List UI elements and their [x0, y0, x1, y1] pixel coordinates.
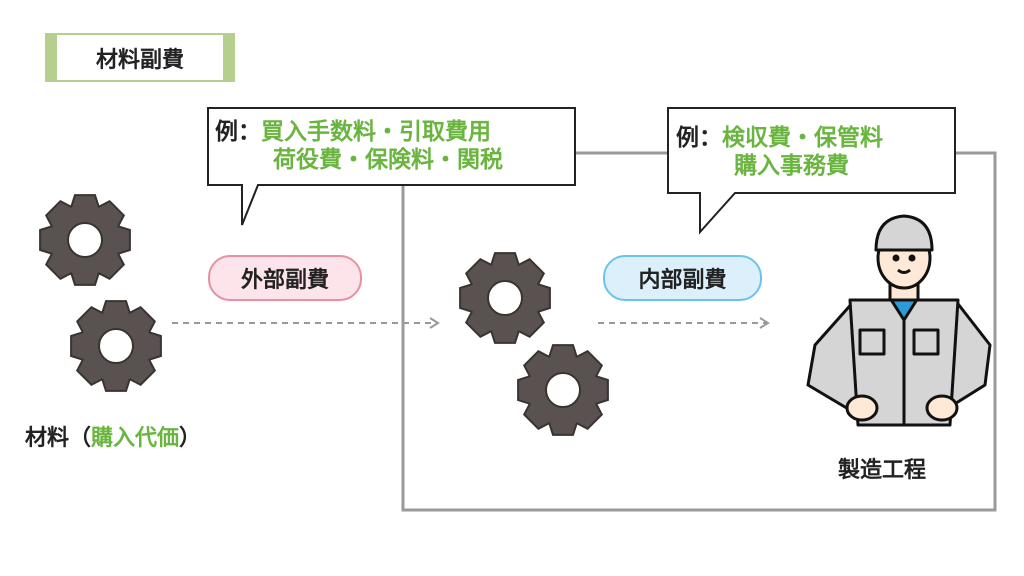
worker-icon — [806, 214, 992, 427]
gear-icon — [70, 300, 162, 392]
external-arrow — [172, 317, 440, 329]
external-example-line2: 荷役費・保険料・関税 — [273, 147, 503, 173]
purchase-price-text: 購入代価 — [91, 426, 180, 451]
section-title: 材料副費 — [45, 33, 235, 82]
process-label: 製造工程 — [838, 458, 927, 483]
example-prefix: 例： — [676, 125, 722, 151]
internal-example-text: 例：検収費・保管料 購入事務費 — [676, 124, 883, 180]
external-example-line1: 買入手数料・引取費用 — [261, 119, 491, 145]
internal-example-line2: 購入事務費 — [734, 153, 849, 179]
internal-example-line1: 検収費・保管料 — [722, 125, 883, 151]
example-prefix: 例： — [215, 119, 261, 145]
external-example-bubble — [207, 107, 576, 226]
external-example-text: 例：買入手数料・引取費用 荷役費・保険料・関税 — [215, 118, 503, 174]
gear-icon — [517, 344, 609, 436]
external-cost-label: 外部副費 — [208, 255, 362, 301]
material-label: 材料（購入代価） — [25, 420, 201, 452]
material-close: ） — [179, 426, 202, 451]
internal-cost-label: 内部副費 — [603, 255, 762, 301]
gear-icon — [39, 194, 131, 286]
gear-icon — [459, 252, 551, 344]
internal-example-bubble — [667, 107, 956, 235]
internal-arrow — [598, 317, 770, 329]
material-text: 材料（ — [25, 426, 92, 451]
